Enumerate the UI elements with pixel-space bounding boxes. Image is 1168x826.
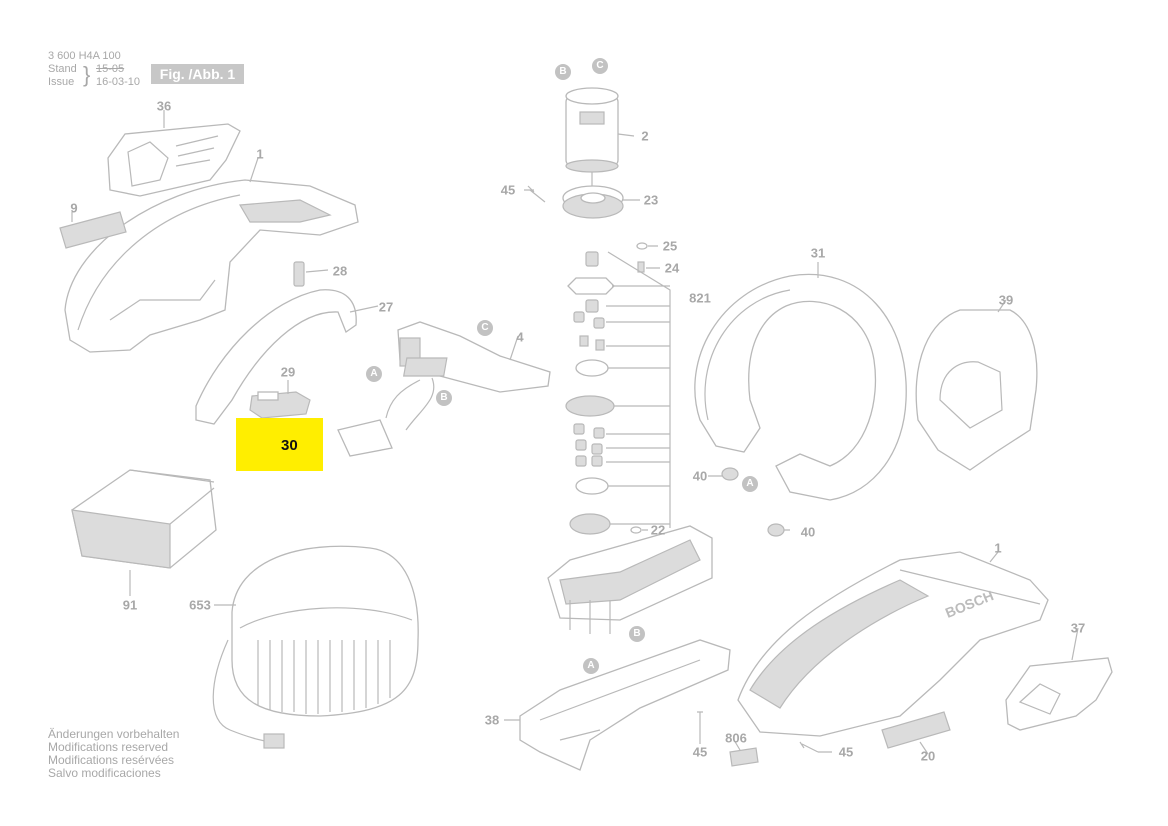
part-45-label-c[interactable]: 45 <box>838 744 854 760</box>
part-27-handle <box>195 289 357 425</box>
part-25-washer <box>636 242 648 250</box>
part-40-cap-b <box>767 523 785 537</box>
part-31-label[interactable]: 31 <box>810 245 826 261</box>
part-27-label[interactable]: 27 <box>378 299 394 315</box>
part-91-battery <box>71 469 217 569</box>
part-23-flange <box>562 185 624 219</box>
part-38-label[interactable]: 38 <box>484 712 500 728</box>
part-31-blade-guard <box>694 273 907 501</box>
part-40-label-b[interactable]: 40 <box>800 524 816 540</box>
marker-b-motor: B <box>555 64 571 80</box>
part-25-label[interactable]: 25 <box>662 238 678 254</box>
part-40-label-a[interactable]: 40 <box>692 468 708 484</box>
part-45-label-b[interactable]: 45 <box>692 744 708 760</box>
modification-notes: Änderungen vorbehalten Modifications res… <box>48 728 179 780</box>
part-38-base-housing <box>519 639 731 771</box>
part-37-label[interactable]: 37 <box>1070 620 1086 636</box>
marker-a-guard: A <box>742 476 758 492</box>
part-1-upper-housing <box>64 179 359 353</box>
part-821-gear-stack <box>565 251 671 535</box>
part-23-label[interactable]: 23 <box>643 192 659 208</box>
part-30-label[interactable]: 30 <box>281 437 298 454</box>
part-36-vent-cover <box>107 123 241 197</box>
part-29-switch <box>249 391 311 419</box>
highlight-part-30 <box>236 418 323 471</box>
marker-a-electronics: A <box>366 366 382 382</box>
part-28-spring <box>293 261 305 287</box>
part-22-ring <box>630 526 642 534</box>
part-45-screw-top <box>527 185 546 203</box>
part-9-label <box>59 211 127 249</box>
part-39-label[interactable]: 39 <box>998 292 1014 308</box>
part-821-label[interactable]: 821 <box>689 290 711 306</box>
part-number: 3 600 H4A 100 <box>48 50 121 62</box>
marker-c-electronics: C <box>477 320 493 336</box>
part-24-label[interactable]: 24 <box>664 260 680 276</box>
part-29-label[interactable]: 29 <box>280 364 296 380</box>
marker-c-motor: C <box>592 58 608 74</box>
part-1-lower-housing <box>737 551 1049 737</box>
part-91-label[interactable]: 91 <box>122 597 138 613</box>
part-653-charger <box>212 545 419 749</box>
part-40-cap-a <box>721 467 739 481</box>
part-45-screw-right <box>799 741 819 753</box>
part-4-electronics <box>337 321 551 457</box>
part-806-label[interactable]: 806 <box>725 730 747 746</box>
marker-b-electronics: B <box>436 390 452 406</box>
figure-label: Fig. /Abb. 1 <box>151 64 244 84</box>
part-806-label <box>729 747 759 767</box>
part-653-label[interactable]: 653 <box>189 597 211 613</box>
note-line: Modifications reserved <box>48 740 169 754</box>
stand-label: Stand <box>48 63 77 75</box>
marker-b-gearbox: B <box>629 626 645 642</box>
part-4-label[interactable]: 4 <box>516 329 524 345</box>
note-line: Modifications resérvées <box>48 753 175 767</box>
note-line: Salvo modificaciones <box>48 766 161 780</box>
part-2-motor <box>565 87 619 186</box>
part-20-label[interactable]: 20 <box>920 748 936 764</box>
part-37-cover <box>1005 657 1113 731</box>
part-20-label <box>881 711 951 749</box>
part-22-label[interactable]: 22 <box>650 522 666 538</box>
note-line: Änderungen vorbehalten <box>48 727 180 741</box>
marker-a-base: A <box>583 658 599 674</box>
part-28-label[interactable]: 28 <box>332 263 348 279</box>
part-36-label[interactable]: 36 <box>156 98 172 114</box>
part-2-label[interactable]: 2 <box>641 128 649 144</box>
part-9-label[interactable]: 9 <box>70 200 78 216</box>
part-1-label-b[interactable]: 1 <box>994 540 1002 556</box>
part-45-label-a[interactable]: 45 <box>500 182 516 198</box>
part-gearbox-housing <box>547 525 713 634</box>
part-45-screw-bottom <box>697 711 703 730</box>
bracket: } <box>83 62 91 87</box>
stand-date: 15-05 <box>96 63 125 75</box>
leader-lines <box>71 110 1079 755</box>
issue-date: 16-03-10 <box>96 76 141 88</box>
part-1-label-a[interactable]: 1 <box>256 146 264 162</box>
part-39-cover <box>915 309 1038 471</box>
issue-label: Issue <box>48 76 75 88</box>
